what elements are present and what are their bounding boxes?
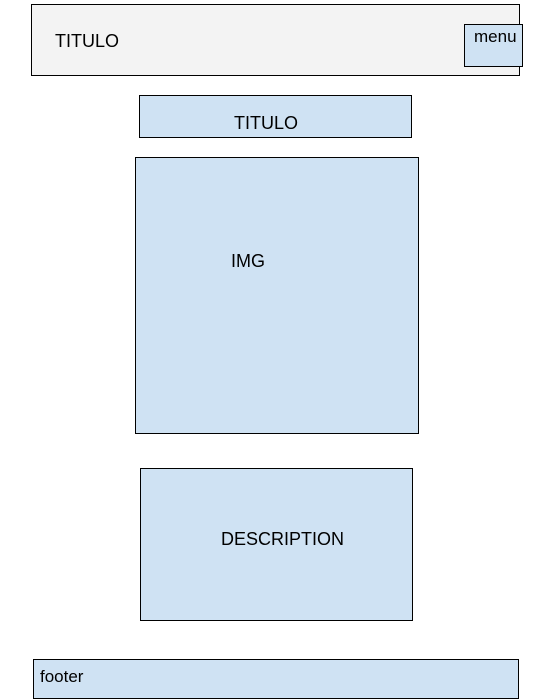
footer-label: footer [40,667,84,686]
content-title-box: TITULO [139,95,412,138]
footer-bar: footer [33,659,519,699]
menu-label: menu [474,27,517,46]
image-label: IMG [231,251,265,271]
description-label: DESCRIPTION [221,529,345,549]
content-title: TITULO [234,113,299,133]
image-placeholder: IMG [135,157,419,434]
menu-button[interactable]: menu [464,24,523,67]
description-box: DESCRIPTION [140,468,413,621]
header-title: TITULO [55,31,120,51]
header-bar: TITULO menu [31,4,523,76]
